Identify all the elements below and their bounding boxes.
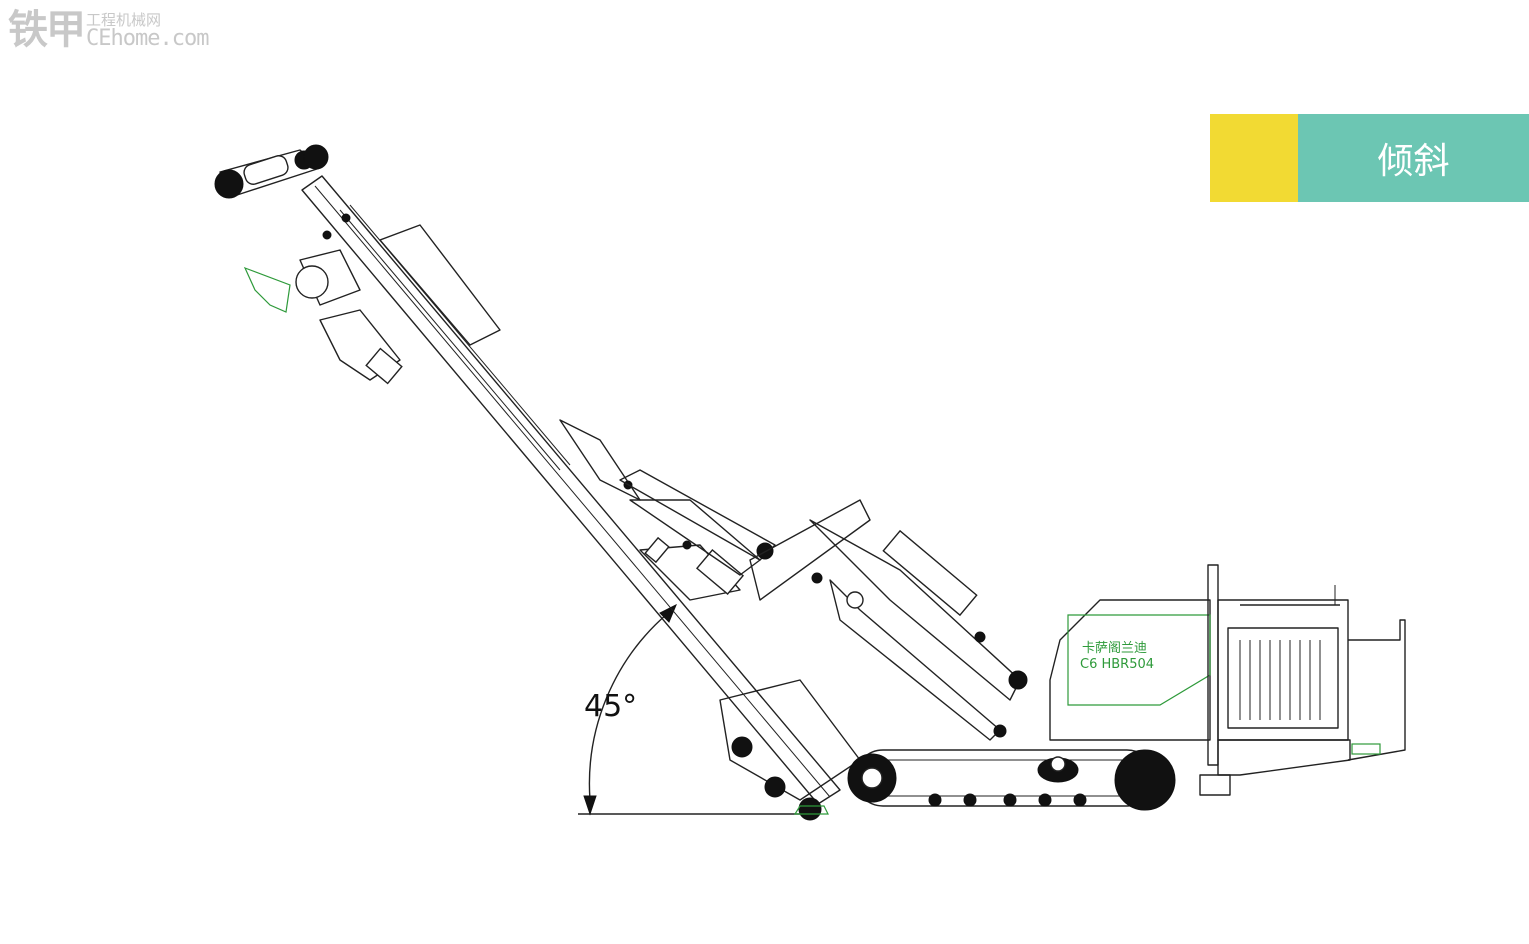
plate-brand: 卡萨阁兰迪 <box>1082 641 1147 656</box>
radiator-grille <box>1239 640 1321 720</box>
angle-annotation: 45° <box>578 603 800 816</box>
angle-label: 45° <box>584 689 637 724</box>
drill-boom <box>301 175 841 805</box>
crawler-track <box>847 749 1176 811</box>
badge-accent-block <box>1210 114 1298 202</box>
badge-label: 倾斜 <box>1377 141 1450 182</box>
machine-body: 卡萨阁兰迪 C6 HBR504 <box>1049 564 1406 796</box>
site-watermark: 铁甲 工程机械网 CEhome.com <box>8 7 209 53</box>
watermark-url: CEhome.com <box>86 26 209 51</box>
badge-label-panel: 倾斜 <box>1298 114 1529 202</box>
mode-badge: 倾斜 <box>1210 114 1529 202</box>
angle-arrow-bottom <box>583 795 597 816</box>
support-arm <box>619 469 1028 741</box>
angle-arc <box>588 613 668 801</box>
rotary-head <box>243 249 403 385</box>
plate-model: C6 HBR504 <box>1080 657 1154 672</box>
boom-head <box>214 144 329 199</box>
watermark-tagline: 工程机械网 <box>86 11 162 29</box>
watermark-brand: 铁甲 <box>8 7 86 53</box>
boom-foot <box>719 679 861 821</box>
